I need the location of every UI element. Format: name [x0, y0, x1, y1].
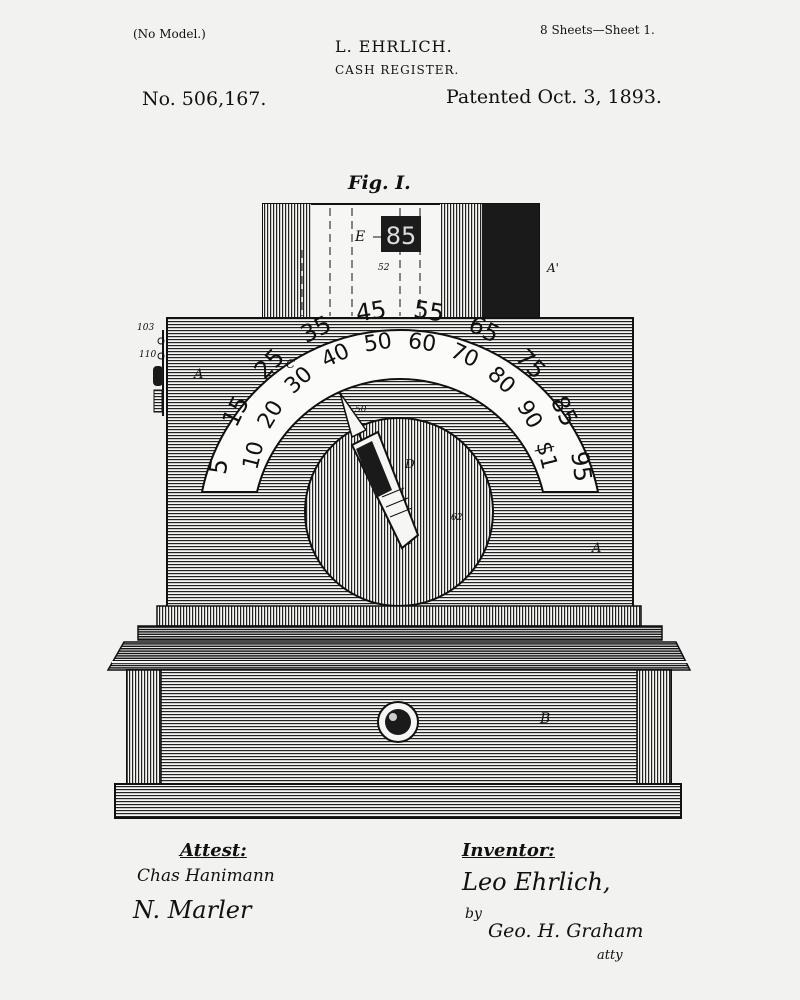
ref-a-prime: A': [546, 261, 559, 275]
ref-c: C: [286, 357, 295, 371]
base-molding: [106, 605, 692, 671]
by-label: by: [465, 906, 482, 922]
inventor-signature: Leo Ehrlich,: [462, 868, 611, 896]
patent-date: Patented Oct. 3, 1893.: [446, 86, 662, 108]
ref-a-right: A: [591, 541, 601, 556]
amount-dial-arc: [200, 329, 600, 493]
atty-label: atty: [597, 948, 623, 963]
patent-number: No. 506,167.: [142, 88, 267, 110]
inventor-name: L. EHRLICH.: [335, 37, 453, 56]
ref-b: B: [539, 711, 550, 727]
invention-title: CASH REGISTER.: [335, 63, 460, 77]
ref-50: 50: [355, 405, 367, 415]
ref-e: E: [354, 229, 365, 245]
side-lever: [153, 330, 165, 416]
register-plinth: [114, 783, 682, 819]
attest-label: Attest:: [180, 840, 247, 861]
dial-number: 45: [354, 295, 389, 327]
dial-number: 5: [204, 457, 234, 476]
dial-number: 50: [362, 329, 393, 358]
figure-label: Fig. I.: [348, 172, 411, 194]
inventor-label: Inventor:: [462, 840, 555, 861]
indicator-pointer: [339, 392, 420, 550]
witness-signature-1: Chas Hanimann: [137, 866, 275, 886]
ref-d: D: [404, 457, 415, 471]
no-model-note: (No Model.): [133, 27, 206, 41]
dial-number: 95: [565, 449, 597, 483]
amount-display-window: [381, 216, 421, 252]
dial-number: 55: [412, 295, 447, 327]
display-value: 85: [386, 222, 417, 250]
ref-110: 110: [139, 350, 156, 360]
attorney-signature: Geo. H. Graham: [488, 920, 644, 942]
witness-signature-2: N. Marler: [133, 896, 252, 924]
ref-103: 103: [137, 323, 154, 333]
dial-number: 60: [406, 329, 437, 358]
sheet-count: 8 Sheets—Sheet 1.: [540, 23, 655, 37]
drawer-knob: [377, 701, 419, 743]
ref-52: 52: [378, 263, 390, 273]
ref-62: 62: [451, 513, 463, 523]
ref-a-left: A: [193, 367, 203, 382]
